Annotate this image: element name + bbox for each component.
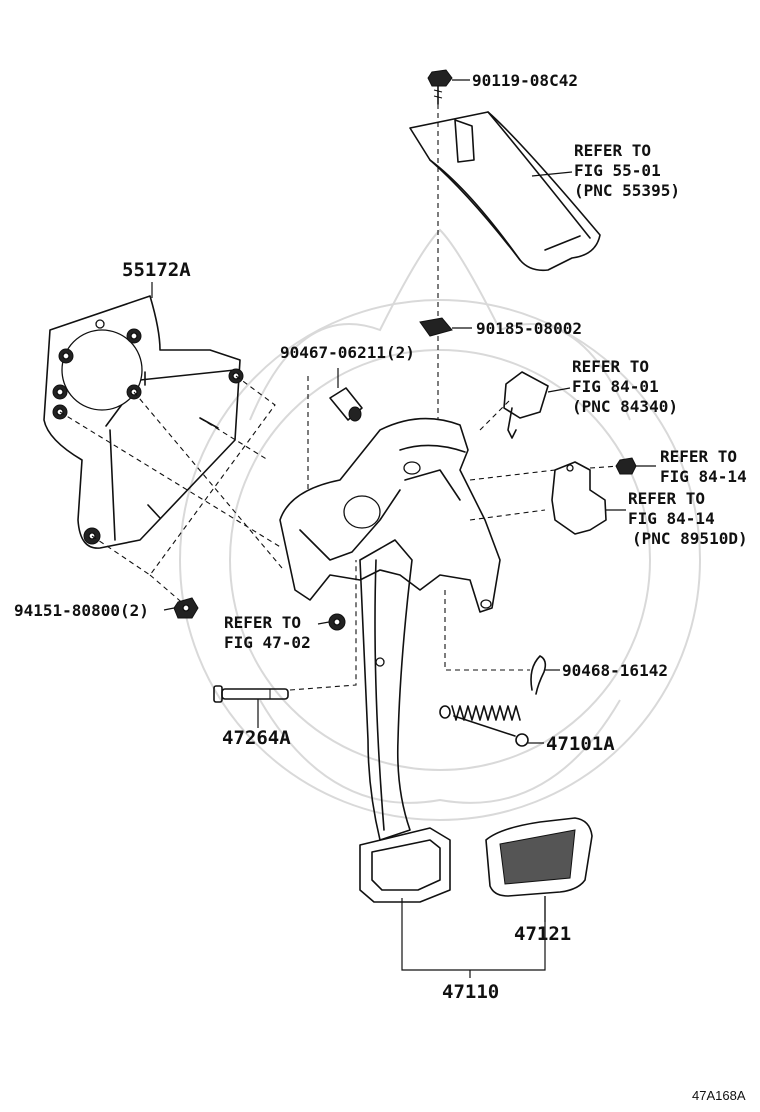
leader-refer-55 xyxy=(531,171,573,177)
upper-cover-bracket xyxy=(409,111,601,272)
label-spring: 47101A xyxy=(546,733,615,755)
label-pedal-assy: 47110 xyxy=(442,981,499,1003)
sensor-nut xyxy=(615,457,656,475)
label-refer-84-01-l2: FIG 84-01 xyxy=(572,377,659,396)
label-refer-84-01-l1: REFER TO xyxy=(572,357,649,376)
label-refer-55-l3: (PNC 55395) xyxy=(574,181,680,200)
sensor-bracket xyxy=(551,461,626,535)
retaining-clip xyxy=(530,655,547,695)
figure-code: 47A168A xyxy=(692,1088,746,1103)
label-pad: 47121 xyxy=(514,923,571,945)
label-refer-47-02-l2: FIG 47-02 xyxy=(224,633,311,652)
label-refer-84-14b-l1: REFER TO xyxy=(628,489,705,508)
nut-plate xyxy=(419,317,472,337)
label-refer-84-14b-l2: FIG 84-14 xyxy=(628,509,715,528)
bracket-guides xyxy=(59,375,621,691)
leader-refer-84-01 xyxy=(547,387,571,393)
clevis-pin xyxy=(213,685,289,728)
label-bushing: 90467-06211(2) xyxy=(280,343,415,362)
pedal-bracket xyxy=(43,295,244,549)
label-refer-84-14b-l3: (PNC 89510D) xyxy=(632,529,748,548)
label-refer-55-l1: REFER TO xyxy=(574,141,651,160)
watermark-emblem xyxy=(179,228,701,821)
label-nut-left: 94151-80800(2) xyxy=(14,601,149,620)
pedal-pad xyxy=(485,817,593,897)
label-refer-55-l2: FIG 55-01 xyxy=(574,161,661,180)
assembly-bracket-line xyxy=(401,896,546,971)
label-refer-84-14a-l2: FIG 84-14 xyxy=(660,467,747,486)
top-bolt xyxy=(427,69,470,105)
label-refer-84-01-l3: (PNC 84340) xyxy=(572,397,678,416)
return-spring xyxy=(439,705,529,747)
label-bracket: 55172A xyxy=(122,259,191,281)
stop-lamp-connector xyxy=(503,371,549,439)
flange-nut-left xyxy=(173,597,199,619)
leader-refer-47-02 xyxy=(317,621,330,625)
label-bolt-top: 90119-08C42 xyxy=(472,71,578,90)
label-refer-84-14a-l1: REFER TO xyxy=(660,447,737,466)
pedal-bushing xyxy=(329,368,363,422)
label-refer-47-02-l1: REFER TO xyxy=(224,613,301,632)
leader-nut-left xyxy=(163,607,175,611)
label-pin: 47264A xyxy=(222,727,291,749)
label-nut-plate: 90185-08002 xyxy=(476,319,582,338)
pedal-support xyxy=(279,417,501,631)
brake-pedal-arm xyxy=(359,539,451,903)
label-clip: 90468-16142 xyxy=(562,661,668,680)
